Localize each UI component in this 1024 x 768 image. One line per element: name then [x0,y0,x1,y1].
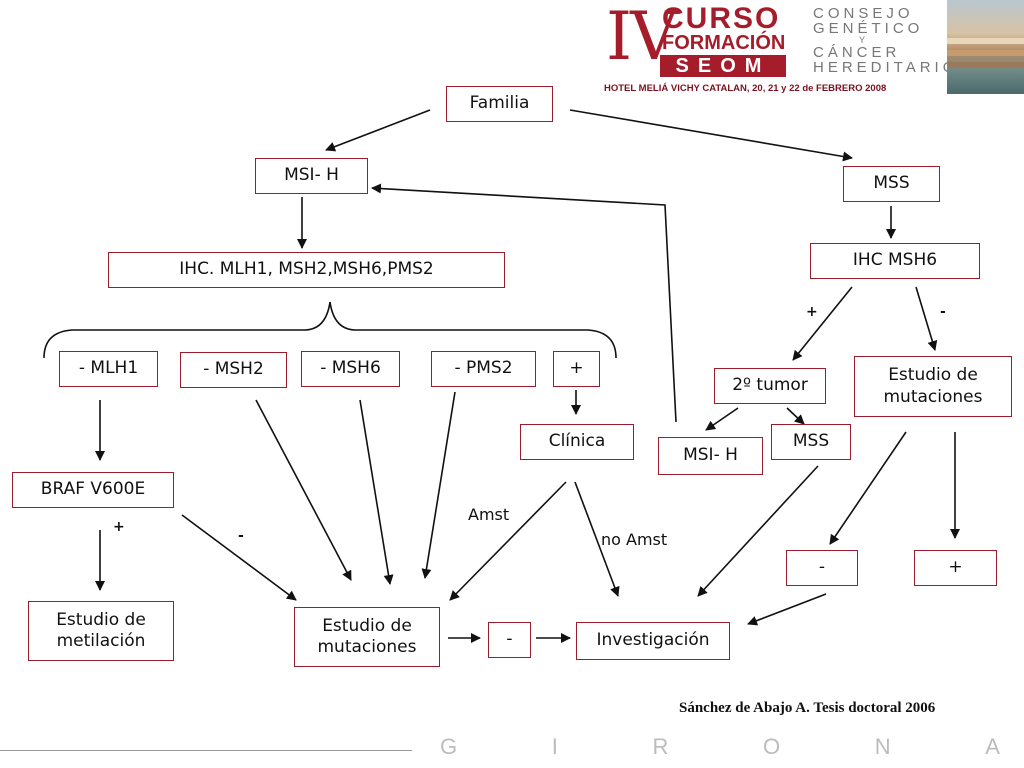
logo-topic-line: CÁNCER [813,44,901,61]
node-estudio-mutaciones-right: Estudio de mutaciones [854,356,1012,417]
footer-letter: R [652,734,669,759]
girona-photo [947,0,1024,94]
arrow-braf-mutaciones [181,514,297,601]
node-pos-ihc: + [553,351,600,387]
logo-hotel-line: HOTEL MELIÁ VICHY CATALAN, 20, 21 y 22 d… [604,83,887,94]
arrow-msh2-mutaciones [255,399,352,581]
node-braf: BRAF V600E [12,472,174,508]
node-clinica: Clínica [520,424,634,460]
node-neg-right: - [786,550,858,586]
logo-topic-line: Y [859,35,870,45]
logo-topic-line: CONSEJO [813,5,914,22]
node-ihc-msh6: IHC MSH6 [810,243,980,279]
arrow-tumor-mssmid [786,407,805,425]
logo-topic-text: CONSEJO GENÉTICO Y CÁNCER HEREDITARIO [813,6,958,75]
node-segundo-tumor: 2º tumor [714,368,826,404]
brace [43,301,617,359]
node-neg-pms2: - PMS2 [431,351,536,387]
edge-label-amst: Amst [468,505,510,524]
node-familia: Familia [446,86,553,122]
arrow-negright-investigacion [747,593,827,626]
footer-divider [0,750,412,751]
logo-curso: CURSO [662,2,781,35]
node-mss-mid: MSS [771,424,851,460]
node-neg-small: - [488,622,531,658]
arrow-estudioright-neg [829,431,907,545]
citation: Sánchez de Abajo A. Tesis doctoral 2006 [679,700,936,716]
node-estudio-metilacion: Estudio de metilación [28,601,174,661]
arrow-familia-msih [325,109,431,152]
arrow-mssmid-investigacion [697,465,819,597]
node-ihc-panel: IHC. MLH1, MSH2,MSH6,PMS2 [108,252,505,288]
arrow-msh6-mutaciones [359,399,394,585]
footer-letter: G [440,734,458,759]
arrow-clinica-mutaciones [449,481,567,601]
footer-letter: A [985,734,1000,759]
node-estudio-mutaciones-center: Estudio de mutaciones [294,607,440,667]
node-mss-top: MSS [843,166,940,202]
edge-label-no-amst: no Amst [601,530,668,549]
node-neg-msh2: - MSH2 [180,352,287,388]
node-msi-h-mid: MSI- H [658,437,763,475]
node-neg-msh6: - MSH6 [301,351,400,387]
arrow-familia-mss [569,109,853,162]
node-msi-h-top: MSI- H [255,158,368,194]
course-logo-header: IV CURSO FORMACIÓN SEOM HOTEL MELIÁ VICH… [600,0,1024,100]
arrow-ihcmsh6-estudioright [915,286,938,351]
footer-letter: N [874,734,891,759]
logo-seom: SEOM [660,55,786,77]
node-pos-right: + [914,550,997,586]
footer-letter: I [551,734,558,759]
footer-letter: O [763,734,781,759]
edge-label-braf-pos: + [113,519,125,535]
node-investigacion: Investigación [576,622,730,660]
arrow-ihcmsh6-segundotumor [792,286,853,361]
logo-topic-line: HEREDITARIO [813,59,959,76]
logo-formacion: FORMACIÓN [662,32,786,54]
edge-label-msh6-pos: + [806,304,818,320]
arrow-tumor-msihmid [705,407,739,431]
edge-label-msh6-neg: - [940,304,946,320]
node-neg-mlh1: - MLH1 [59,351,158,387]
arrow-pms2-mutaciones [421,391,456,579]
arrow-msihmid-msihtop [371,183,677,423]
edge-label-braf-neg: - [238,528,244,544]
arrow-clinica-investigacion [574,481,620,597]
footer-girona: G I R O N A [440,734,1000,760]
logo-topic-line: GENÉTICO [813,20,924,37]
